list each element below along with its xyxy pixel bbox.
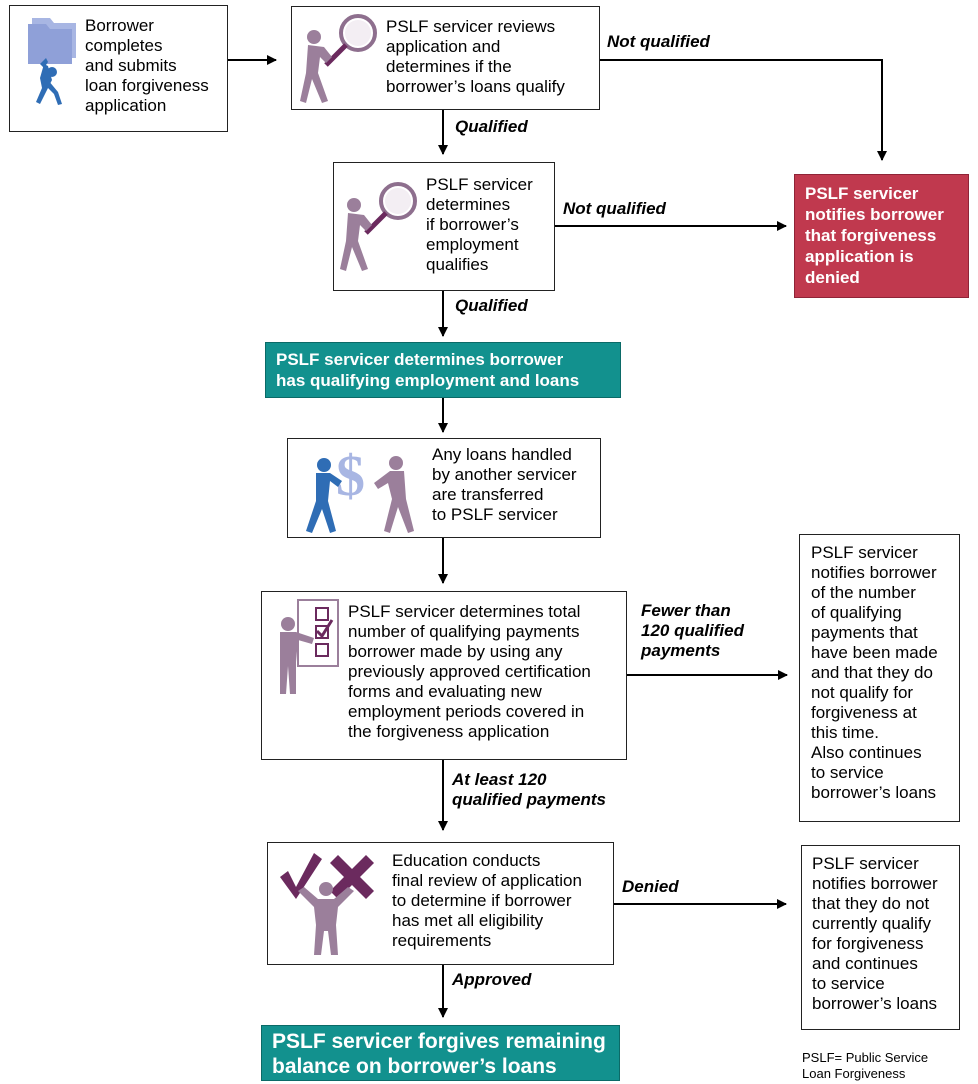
label-not-qualified-2: Not qualified [563, 199, 666, 218]
step-qualifying-box: PSLF servicer determines borrower has qu… [265, 342, 621, 398]
step-forgive-box: PSLF servicer forgives remaining balance… [261, 1025, 620, 1081]
step-transfer-text: Any loans handled by another servicer ar… [432, 445, 577, 524]
step-denied-box: PSLF servicer notifies borrower that for… [794, 174, 969, 298]
step-final-review-box: Education conducts final review of appli… [267, 842, 614, 965]
step-submit-box: Borrower completes and submits loan forg… [9, 5, 228, 132]
step-notify-count-box: PSLF servicer notifies borrower of the n… [799, 534, 960, 822]
label-fewer-than-120: Fewer than 120 qualified payments [641, 601, 744, 660]
step-employment-text: PSLF servicer determines if borrower’s e… [426, 175, 533, 274]
step-employment-box: PSLF servicer determines if borrower’s e… [333, 162, 555, 291]
step-submit-text: Borrower completes and submits loan forg… [85, 16, 209, 115]
step-review-box: PSLF servicer reviews application and de… [291, 6, 600, 110]
step-notify-denied-box: PSLF servicer notifies borrower that the… [801, 845, 960, 1030]
step-transfer-box: $ Any loans handled by another servicer … [287, 438, 601, 538]
arrow-review-not-qualified [600, 59, 887, 161]
step-notify-count-text: PSLF servicer notifies borrower of the n… [811, 543, 938, 802]
person-carrying-folder-icon [28, 18, 76, 105]
label-at-least-120: At least 120 qualified payments [452, 770, 606, 809]
footnote-pslf: PSLF= Public Service Loan Forgiveness [802, 1050, 929, 1081]
label-denied: Denied [622, 877, 679, 896]
label-not-qualified-1: Not qualified [607, 32, 710, 51]
person-with-checklist-icon [280, 599, 339, 694]
label-qualified-1: Qualified [455, 117, 528, 136]
label-qualified-2: Qualified [455, 296, 528, 315]
label-approved: Approved [452, 970, 532, 989]
people-passing-dollar-icon: $ [306, 447, 414, 533]
step-count-box: PSLF servicer determines total number of… [261, 591, 627, 760]
svg-text:$: $ [336, 447, 365, 508]
step-notify-denied-text: PSLF servicer notifies borrower that the… [812, 854, 938, 1013]
person-with-magnifier-icon [300, 14, 377, 103]
person-with-magnifier-icon [340, 182, 417, 271]
person-with-check-and-x-icon [280, 853, 374, 955]
step-review-text: PSLF servicer reviews application and de… [386, 17, 565, 96]
step-final-review-text: Education conducts final review of appli… [392, 851, 582, 950]
step-count-text: PSLF servicer determines total number of… [348, 602, 591, 741]
